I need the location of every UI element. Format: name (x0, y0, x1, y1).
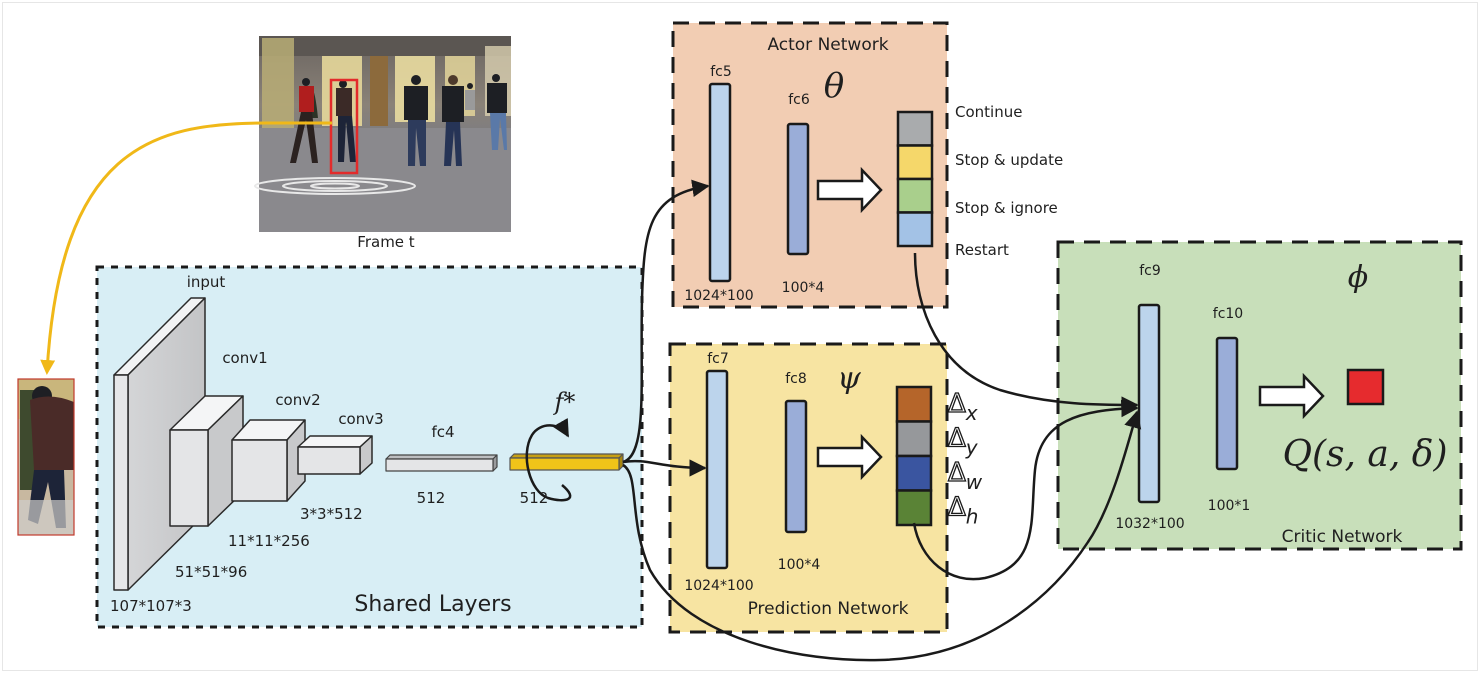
fc7-bar (705, 369, 729, 570)
action-label-1: Stop & update (955, 151, 1063, 169)
fc5-dim: 1024*100 (684, 288, 753, 304)
fc8-label: fc8 (785, 371, 807, 387)
action-cell-2 (896, 177, 934, 214)
prediction-network-title: Prediction Network (748, 599, 909, 619)
action-cell-3 (896, 211, 934, 248)
vector-label-0: Δx (948, 389, 978, 425)
fc6-bar (786, 122, 810, 256)
frame-image (254, 36, 511, 232)
conv3-label: conv3 (338, 410, 383, 428)
fc8-dim: 100*4 (778, 557, 821, 573)
vector-cell-0 (895, 385, 933, 423)
conv2-block (231, 419, 306, 502)
action-cell-1 (896, 144, 934, 181)
fc9-dim: 1032*100 (1115, 516, 1184, 532)
vector-cell-1 (895, 420, 933, 458)
feature-vector-block (509, 453, 624, 471)
conv3-dim: 3*3*512 (300, 505, 363, 523)
fc8-bar (784, 399, 808, 534)
fc5-bar (708, 82, 732, 283)
fc9-bar (1137, 303, 1161, 504)
vector-cell-3 (895, 489, 933, 527)
vector-label-2: Δw (948, 458, 983, 494)
fc6-dim: 100*4 (782, 280, 825, 296)
critic-network-title: Critic Network (1282, 527, 1403, 547)
recurrent-loop-arrow (525, 417, 572, 502)
fc5-label: fc5 (710, 64, 732, 80)
action-cell-0 (896, 110, 934, 147)
prediction-param-symbol: ψ (837, 361, 861, 396)
fc7-dim: 1024*100 (684, 578, 753, 594)
shared-layers-title: Shared Layers (354, 592, 511, 617)
q-value-label: Q(s, a, δ) (1283, 434, 1448, 475)
actor-network-title: Actor Network (767, 35, 888, 55)
action-label-2: Stop & ignore (955, 199, 1058, 217)
actor-output-arrow (816, 166, 883, 214)
input-dim: 107*107*3 (110, 597, 192, 615)
feature-symbol: f* (553, 388, 576, 416)
vector-label-1: Δy (948, 423, 979, 459)
fc6-label: fc6 (788, 92, 810, 108)
action-label-0: Continue (955, 103, 1022, 121)
fc10-bar (1215, 336, 1239, 471)
prediction-output-arrow (816, 433, 883, 481)
fc10-dim: 100*1 (1208, 498, 1251, 514)
cropped-patch-image (17, 378, 75, 536)
action-to-critic-arrow (913, 252, 1139, 414)
conv3-block (297, 435, 373, 475)
feature-to-actor-arrow (622, 179, 710, 464)
conv2-label: conv2 (275, 391, 320, 409)
offset-to-critic-arrow (912, 399, 1139, 581)
fc4-dim: 512 (417, 489, 446, 507)
feature-to-prediction-arrow (622, 459, 707, 477)
conv2-dim: 11*11*256 (228, 532, 310, 550)
conv1-dim: 51*51*96 (175, 563, 247, 581)
fc9-label: fc9 (1139, 263, 1161, 279)
fc7-label: fc7 (707, 351, 729, 367)
critic-output-arrow (1258, 372, 1325, 420)
feature-dim: 512 (520, 489, 549, 507)
feature-to-critic-arrow (622, 410, 1142, 662)
target-bounding-box (329, 78, 359, 175)
frame-caption: Frame t (357, 233, 415, 251)
actor-param-symbol: θ (824, 66, 844, 106)
crop-arrow (40, 121, 332, 375)
fc4-block (385, 454, 498, 472)
q-value-output (1346, 368, 1385, 406)
action-label-3: Restart (955, 241, 1009, 259)
conv1-label: conv1 (222, 349, 267, 367)
vector-label-3: Δh (948, 492, 978, 528)
input-label: input (187, 273, 226, 291)
fc10-label: fc10 (1213, 306, 1243, 322)
critic-param-symbol: ϕ (1348, 260, 1368, 295)
fc4-label: fc4 (431, 423, 454, 441)
vector-cell-2 (895, 454, 933, 492)
